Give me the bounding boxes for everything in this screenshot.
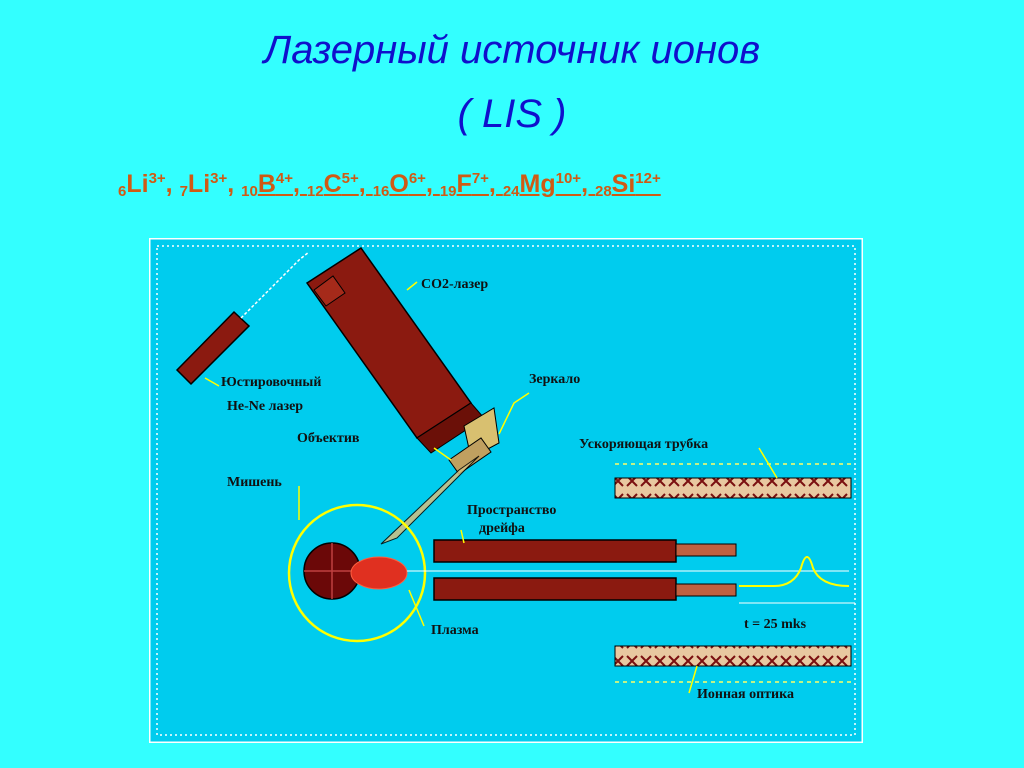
label-target: Мишень — [227, 475, 282, 490]
accel-tube-lower — [614, 645, 852, 667]
lens-shape — [448, 437, 492, 475]
drift-tube-lower — [433, 577, 677, 601]
diagram-inner-border — [156, 245, 856, 736]
ion-f19: 19F7+ — [439, 170, 489, 200]
ion-list: 6Li3+, 7Li3+, 10B4+, 12C5+, 16O6+, 19F7+… — [118, 170, 661, 200]
he-ne-laser — [175, 310, 251, 386]
label-ion-optics: Ионная оптика — [697, 687, 794, 702]
plasma-plume — [350, 556, 408, 590]
vacuum-chamber — [287, 503, 427, 643]
ion-li6: 6Li3+ — [118, 170, 166, 200]
leader-lines — [204, 281, 778, 694]
laser-beam — [380, 455, 480, 545]
accel-tube-upper — [614, 477, 852, 499]
alignment-beam — [240, 251, 310, 319]
ion-li7: 7Li3+ — [179, 170, 228, 200]
label-plasma: Плазма — [431, 623, 479, 638]
ion-si28: 28Si12+ — [594, 170, 661, 200]
ion-b10: 10B4+ — [241, 170, 294, 200]
co2-laser — [305, 246, 485, 454]
pulse-waveform — [739, 556, 850, 587]
label-co2-laser: CO2-лазер — [421, 277, 488, 292]
label-drift-1: Пространство — [467, 503, 556, 518]
target — [303, 542, 361, 600]
connector-lower — [675, 583, 737, 597]
label-alignment-2: He-Ne лазер — [227, 399, 303, 414]
label-mirror: Зеркало — [529, 372, 580, 387]
label-pulse-time: t = 25 mks — [744, 617, 807, 632]
ion-c12: 12C5+ — [306, 170, 359, 200]
label-drift-2: дрейфа — [479, 521, 525, 536]
ion-underlined-group: 10B4+, 12C5+, 16O6+, 19F7+, 24Mg10+, 28S… — [241, 170, 661, 200]
drift-tube-upper — [433, 539, 677, 563]
label-lens: Объектив — [297, 431, 360, 446]
ion-mg24: 24Mg10+ — [502, 170, 582, 200]
page-title: Лазерный источник ионов — [263, 28, 761, 72]
connector-upper — [675, 543, 737, 557]
ion-o16: 16O6+ — [372, 170, 426, 200]
page-subtitle: ( LIS ) — [457, 92, 567, 136]
lis-diagram: CO2-лазер Юстировочный He-Ne лазер Зерка… — [149, 238, 863, 743]
label-accel-tube: Ускоряющая трубка — [579, 437, 708, 452]
label-alignment-1: Юстировочный — [221, 375, 321, 390]
